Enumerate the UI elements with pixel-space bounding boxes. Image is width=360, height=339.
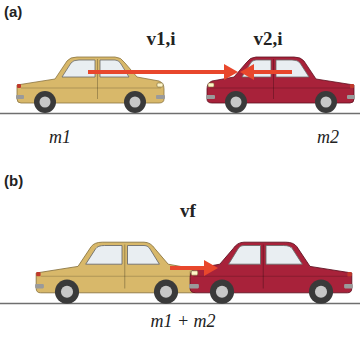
car-one (35, 242, 199, 304)
car-one (16, 57, 165, 113)
car-two (206, 57, 355, 113)
panel-letter: (a) (4, 3, 22, 20)
velocity-arrow (170, 260, 218, 276)
velocity-arrow (240, 64, 292, 80)
mass-label: m1 + m2 (150, 311, 215, 332)
mass-label: m1 (49, 127, 71, 148)
velocity-label: v1,i (146, 28, 175, 50)
ground-line (0, 303, 360, 305)
ground-line (0, 113, 360, 115)
mass-label: m2 (317, 127, 339, 148)
velocity-label: v2,i (253, 28, 282, 50)
car-two (189, 242, 353, 304)
velocity-arrow (88, 64, 238, 80)
panel-letter: (b) (4, 172, 23, 189)
velocity-label: vf (180, 200, 196, 222)
